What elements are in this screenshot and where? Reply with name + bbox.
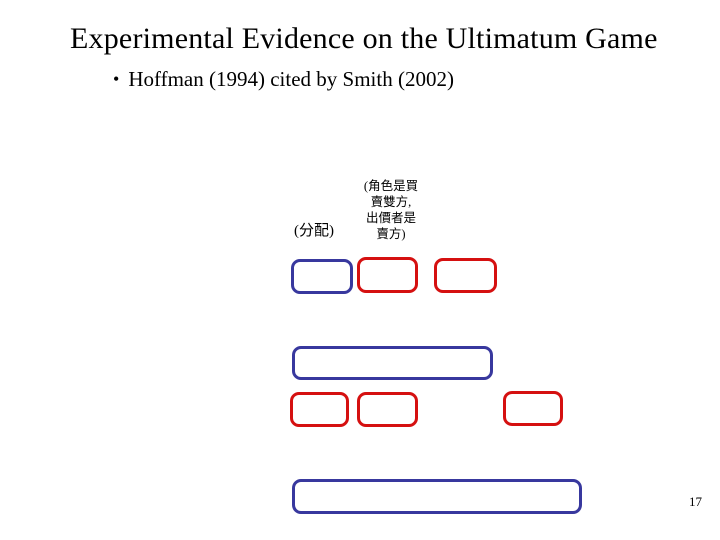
role-annotation-line: (角色是買: [363, 179, 419, 193]
bullet-text: Hoffman (1994) cited by Smith (2002): [128, 67, 454, 91]
role-annotation-line: 出價者是: [365, 211, 416, 225]
diagram-box-row1-blue: [291, 259, 353, 294]
diagram-box-row1-red-2: [434, 258, 497, 293]
diagram-box-row1-red-1: [357, 257, 418, 293]
bullet-item: • Hoffman (1994) cited by Smith (2002): [113, 67, 454, 92]
page-number: 17: [689, 494, 702, 509]
slide-title: Experimental Evidence on the Ultimatum G…: [70, 22, 658, 55]
role-annotation: (角色是買 賣雙方, 出價者是 賣方): [348, 178, 434, 242]
diagram-box-row2-red-3: [503, 391, 563, 426]
diagram-box-bottom-blue-wide: [292, 479, 582, 514]
role-annotation-line: 賣方): [376, 227, 406, 241]
diagram-box-mid-blue-wide: [292, 346, 493, 380]
diagram-box-row2-red-1: [290, 392, 349, 427]
allocation-annotation: (分配): [294, 223, 334, 239]
bullet-dot-icon: •: [113, 69, 120, 89]
diagram-box-row2-red-2: [357, 392, 418, 427]
role-annotation-line: 賣雙方,: [370, 195, 412, 209]
